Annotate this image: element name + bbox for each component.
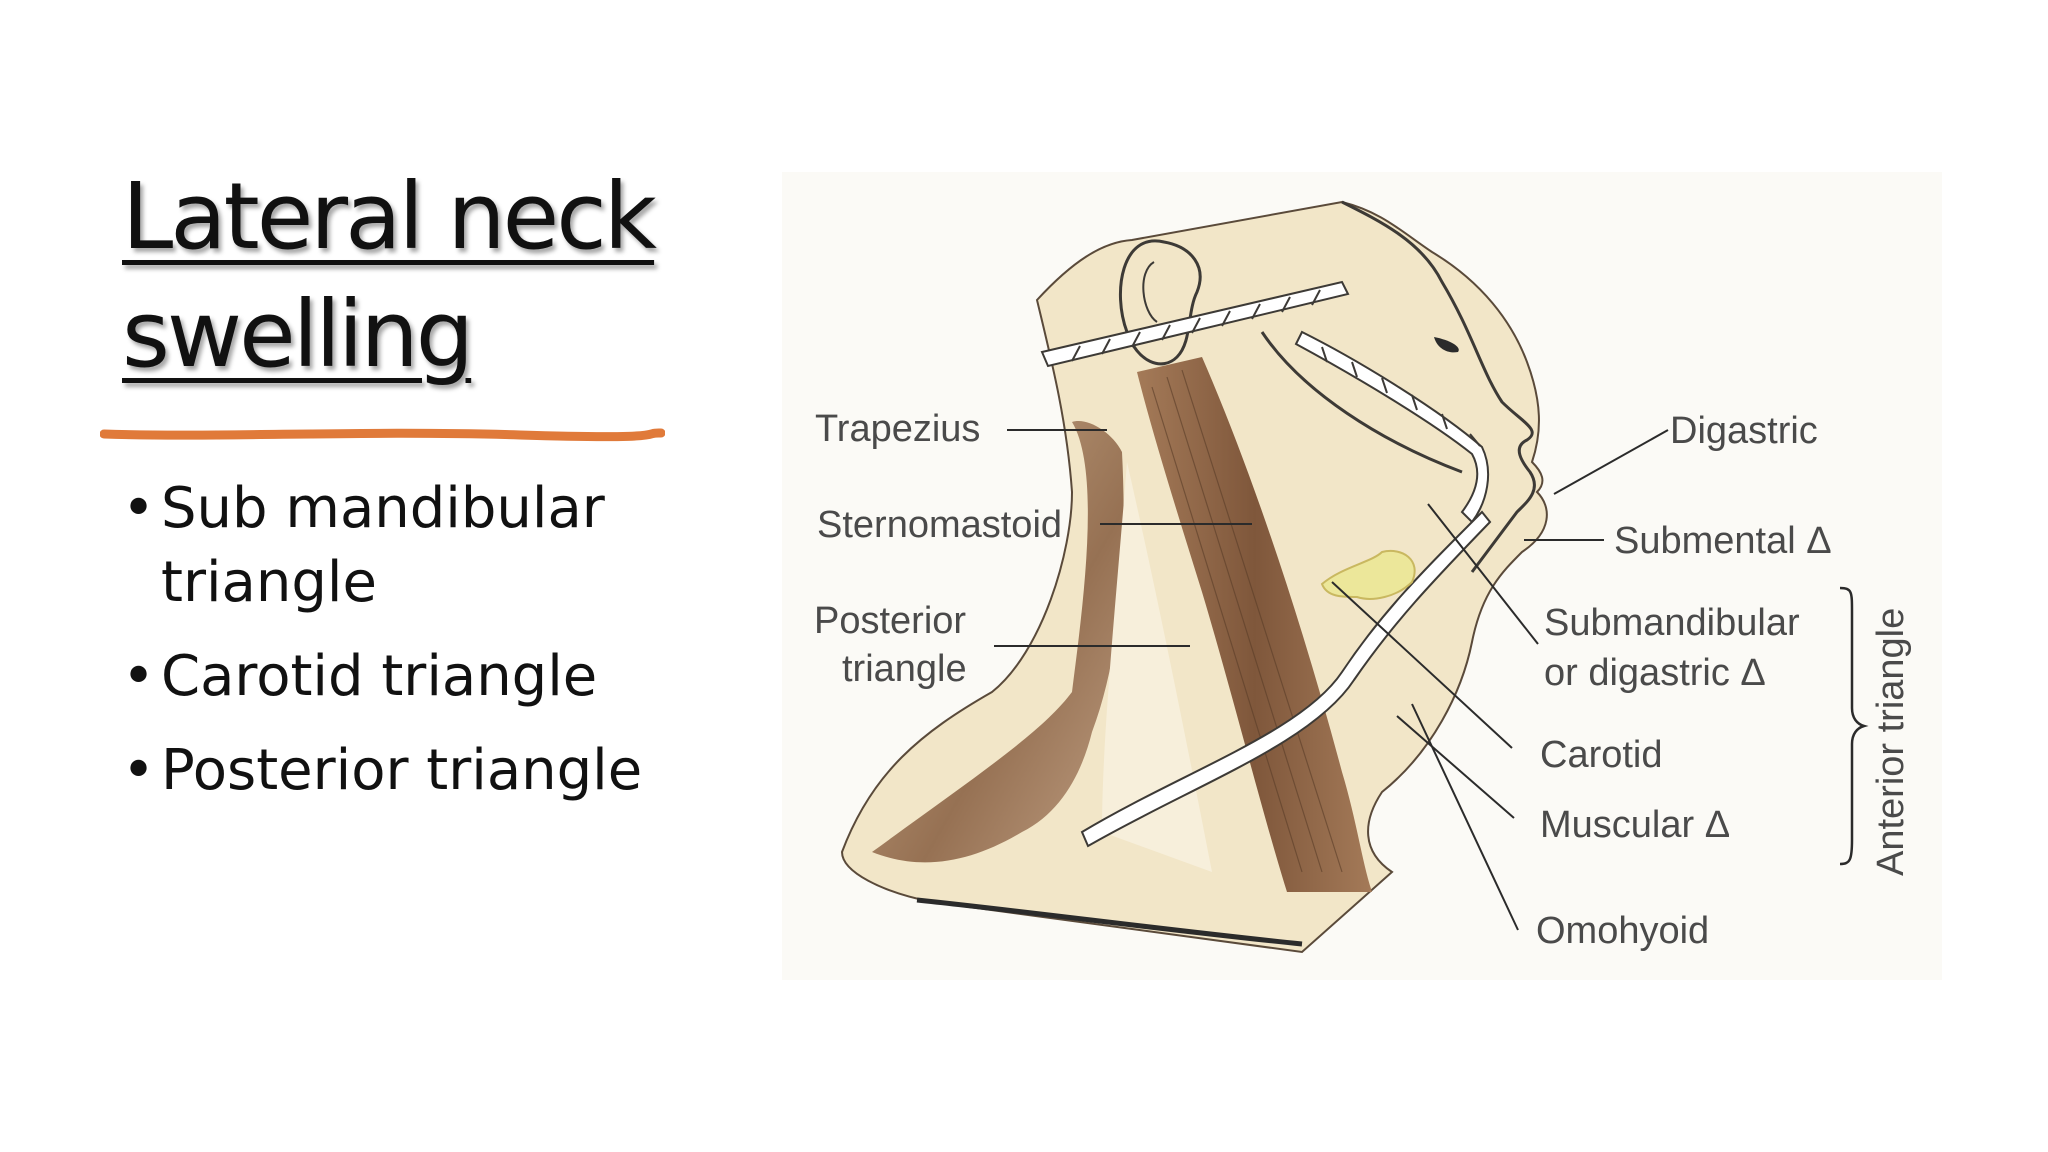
leader-carotid <box>1331 581 1513 749</box>
nostril <box>1434 337 1459 353</box>
title-accent-line <box>100 428 665 442</box>
label-submandibular-2: or digastric Δ <box>1544 652 1766 694</box>
label-posterior-triangle-1: Posterior <box>814 600 967 642</box>
bullet-item: •Sub mandibular triangle <box>122 472 682 620</box>
label-anterior-triangle: Anterior triangle <box>1870 607 1912 876</box>
clavicle-line <box>916 897 1303 947</box>
label-trapezius: Trapezius <box>815 408 981 450</box>
label-posterior-triangle-2: triangle <box>842 648 967 690</box>
label-digastric: Digastric <box>1670 410 1818 452</box>
leader-muscular <box>1396 715 1515 819</box>
omohyoid-band <box>1080 510 1492 848</box>
sternomastoid-muscle <box>1137 357 1372 892</box>
leader-submandibular <box>1427 503 1539 645</box>
neck-anatomy-figure <box>782 172 1942 980</box>
face-profile <box>1341 200 1536 573</box>
leader-omohyoid <box>1411 703 1519 931</box>
leader-digastric <box>1553 429 1669 495</box>
anterior-triangle-bracket <box>1839 586 1869 866</box>
jaw-line <box>1260 331 1463 474</box>
bullet-item: •Posterior triangle <box>122 734 682 808</box>
bullet-item: •Carotid triangle <box>122 640 682 714</box>
bullet-dot-icon: • <box>122 476 156 541</box>
posterior-triangle-area <box>1102 462 1212 872</box>
slide-title: Lateral neck swelling <box>122 163 657 388</box>
upper-band <box>1040 280 1350 368</box>
bullet-list: •Sub mandibular triangle •Carotid triang… <box>122 472 682 828</box>
trapezius-muscle <box>872 421 1124 863</box>
label-muscular: Muscular Δ <box>1540 804 1731 846</box>
submandibular-gland <box>1320 549 1416 600</box>
label-submental: Submental Δ <box>1614 520 1832 562</box>
label-omohyoid: Omohyoid <box>1536 910 1710 952</box>
neck-anatomy-illustration <box>782 172 1942 980</box>
digastric-band <box>1294 330 1489 524</box>
label-carotid: Carotid <box>1540 734 1663 776</box>
bullet-dot-icon: • <box>122 738 156 803</box>
bullet-dot-icon: • <box>122 644 156 709</box>
label-submandibular-1: Submandibular <box>1544 602 1800 644</box>
label-sternomastoid: Sternomastoid <box>817 504 1063 546</box>
